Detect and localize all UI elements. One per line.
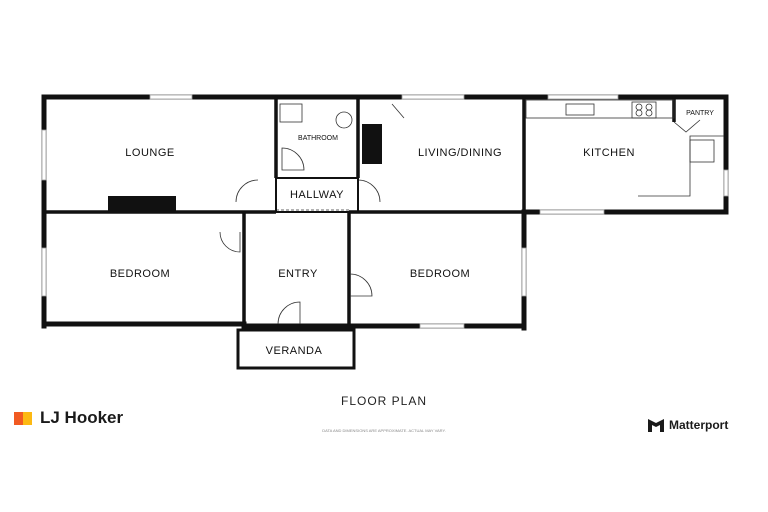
veranda-box — [236, 328, 356, 370]
fireplace-lounge — [108, 196, 176, 212]
room-label-hallway: HALLWAY — [290, 189, 344, 201]
doors — [219, 103, 405, 325]
room-label-bedroom-right: BEDROOM — [410, 268, 470, 280]
hallway-box — [275, 177, 359, 213]
room-label-kitchen: KITCHEN — [583, 147, 635, 159]
matterport-logo: Matterport — [648, 418, 728, 432]
matterport-name: Matterport — [669, 418, 729, 432]
matterport-mark-icon — [648, 418, 664, 432]
room-label-living-dining: LIVING/DINING — [418, 147, 502, 159]
room-label-bedroom-left: BEDROOM — [110, 268, 170, 280]
disclaimer-text: DATA AND DIMENSIONS ARE APPROXIMATE. ACT… — [322, 428, 446, 433]
lj-hooker-mark-icon — [14, 410, 34, 426]
room-label-bathroom: BATHROOM — [298, 135, 338, 142]
fireplace-living — [362, 124, 382, 164]
lj-hooker-logo: LJ Hooker — [14, 408, 123, 428]
room-label-lounge: LOUNGE — [125, 147, 174, 159]
floor-plan-title: FLOOR PLAN — [340, 394, 428, 408]
room-label-veranda: VERANDA — [266, 345, 323, 357]
windows — [41, 94, 729, 329]
room-label-pantry: PANTRY — [686, 110, 714, 117]
lj-hooker-name: LJ Hooker — [40, 408, 124, 427]
interior-walls — [44, 97, 676, 326]
bathroom-fixtures — [279, 103, 353, 171]
room-label-entry: ENTRY — [278, 268, 318, 280]
kitchen-fixtures — [525, 99, 724, 197]
